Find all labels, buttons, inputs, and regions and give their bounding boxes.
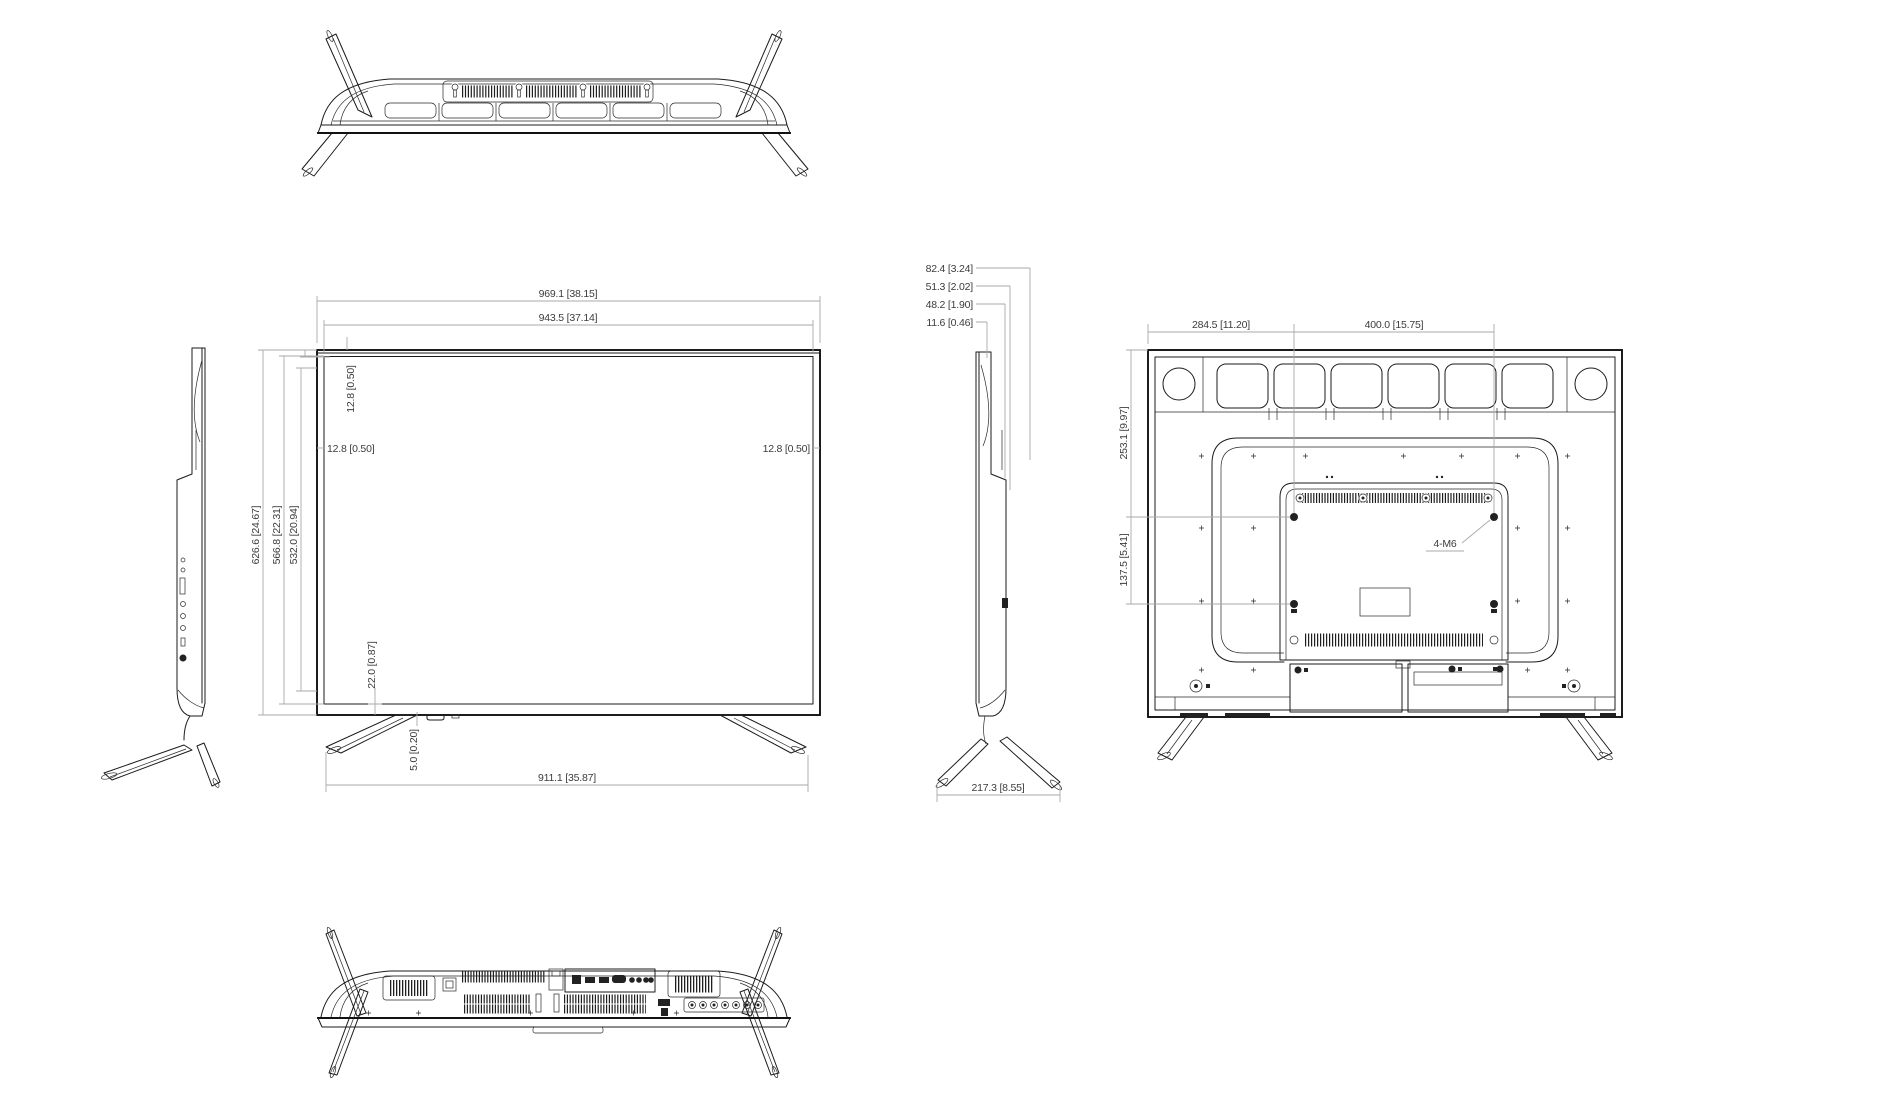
left-side-view — [100, 347, 221, 788]
dim-depth-mid: 48.2 [1.90] — [926, 299, 974, 311]
dim-overall-width: 969.1 [38.15] — [539, 288, 598, 300]
rear-ridge-frame — [1211, 437, 1559, 663]
dim-left-to-vesa: 284.5 [11.20] — [1192, 319, 1250, 331]
side-dimensions: 82.4 [3.24] 51.3 [2.02] 48.2 [1.90] 11.6… — [926, 263, 1061, 802]
dim-vesa-vertical: 137.5 [5.41] — [1118, 533, 1130, 586]
rating-label — [1359, 587, 1411, 617]
dim-top-to-vesa: 253.1 [9.97] — [1118, 406, 1130, 459]
dim-bezel-left: 12.8 [0.50] — [327, 443, 375, 455]
rear-dimensions: 284.5 [11.20] 400.0 [15.75] 253.1 [9.97]… — [1118, 319, 1495, 605]
dim-stand-depth: 217.3 [8.55] — [971, 782, 1024, 794]
dim-vesa-width: 400.0 [15.75] — [1365, 319, 1424, 331]
bottom-center-notch — [532, 1026, 604, 1034]
bottom-screw-marks — [366, 1010, 679, 1016]
front-view: 969.1 [38.15] 943.5 [37.14] 12.8 [0.50] … — [250, 288, 821, 792]
ir-notch — [426, 714, 445, 721]
front-dimensions: 969.1 [38.15] 943.5 [37.14] 12.8 [0.50] … — [250, 288, 821, 792]
dim-bezel-top: 12.8 [0.50] — [345, 365, 357, 413]
keyhole-slots — [450, 82, 652, 98]
top-vent-panel — [442, 80, 654, 103]
dim-bezel-bottom: 22.0 [0.87] — [366, 641, 378, 689]
dim-edge-thickness: 11.6 [0.46] — [926, 317, 973, 329]
rear-stand-feet — [1157, 716, 1613, 761]
dim-bezel-right: 12.8 [0.50] — [763, 443, 811, 455]
bottom-left-grille — [382, 975, 436, 1001]
rear-recess-row — [1216, 363, 1554, 420]
right-side-view: 82.4 [3.24] 51.3 [2.02] 48.2 [1.90] 11.6… — [926, 263, 1062, 802]
dim-stand-span: 911.1 [35.87] — [538, 772, 596, 784]
plate-screws — [1295, 493, 1493, 503]
rear-view: 284.5 [11.20] 400.0 [15.75] 253.1 [9.97]… — [1118, 319, 1623, 761]
dim-depth-back: 51.3 [2.02] — [926, 281, 974, 293]
terminal-covers — [1289, 660, 1509, 713]
vesa-screw-spec: 4-M6 — [1433, 538, 1456, 550]
front-stand-feet — [325, 714, 807, 754]
dim-bottom-gap: 5.0 [0.20] — [408, 729, 420, 771]
bottom-port-panel — [564, 968, 656, 993]
dim-overall-height: 626.6 [24.67] — [250, 505, 262, 564]
rear-corner-speaker-right — [1574, 367, 1608, 401]
av-jack-row — [683, 997, 765, 1013]
dim-panel-width: 943.5 [37.14] — [539, 312, 598, 324]
rear-corner-speaker-left — [1162, 367, 1196, 401]
rear-outer-frame — [1147, 349, 1623, 718]
left-side-stand — [100, 742, 221, 788]
bottom-vent-rows — [464, 993, 646, 1014]
stand-bosses — [1189, 679, 1581, 693]
rear-clip — [1002, 598, 1008, 608]
side-port-column — [179, 557, 187, 662]
top-recess-row — [384, 102, 722, 121]
bottom-right-grille — [667, 970, 721, 998]
bottom-view — [317, 926, 791, 1079]
power-plug — [658, 999, 670, 1016]
screw-marks — [1199, 453, 1570, 673]
right-side-stand — [935, 715, 1062, 791]
front-screen — [323, 356, 814, 705]
vesa-holes — [1290, 513, 1498, 613]
dim-active-height: 532.0 [20.94] — [288, 505, 300, 564]
top-view — [301, 30, 809, 177]
dim-depth-total: 82.4 [3.24] — [926, 263, 974, 275]
vesa-mount-plate — [1279, 475, 1509, 661]
top-view-stand-legs — [301, 30, 809, 177]
front-outer-frame — [316, 349, 821, 716]
dim-panel-height: 566.8 [22.31] — [271, 505, 283, 564]
bottom-stand-legs — [325, 926, 783, 1079]
